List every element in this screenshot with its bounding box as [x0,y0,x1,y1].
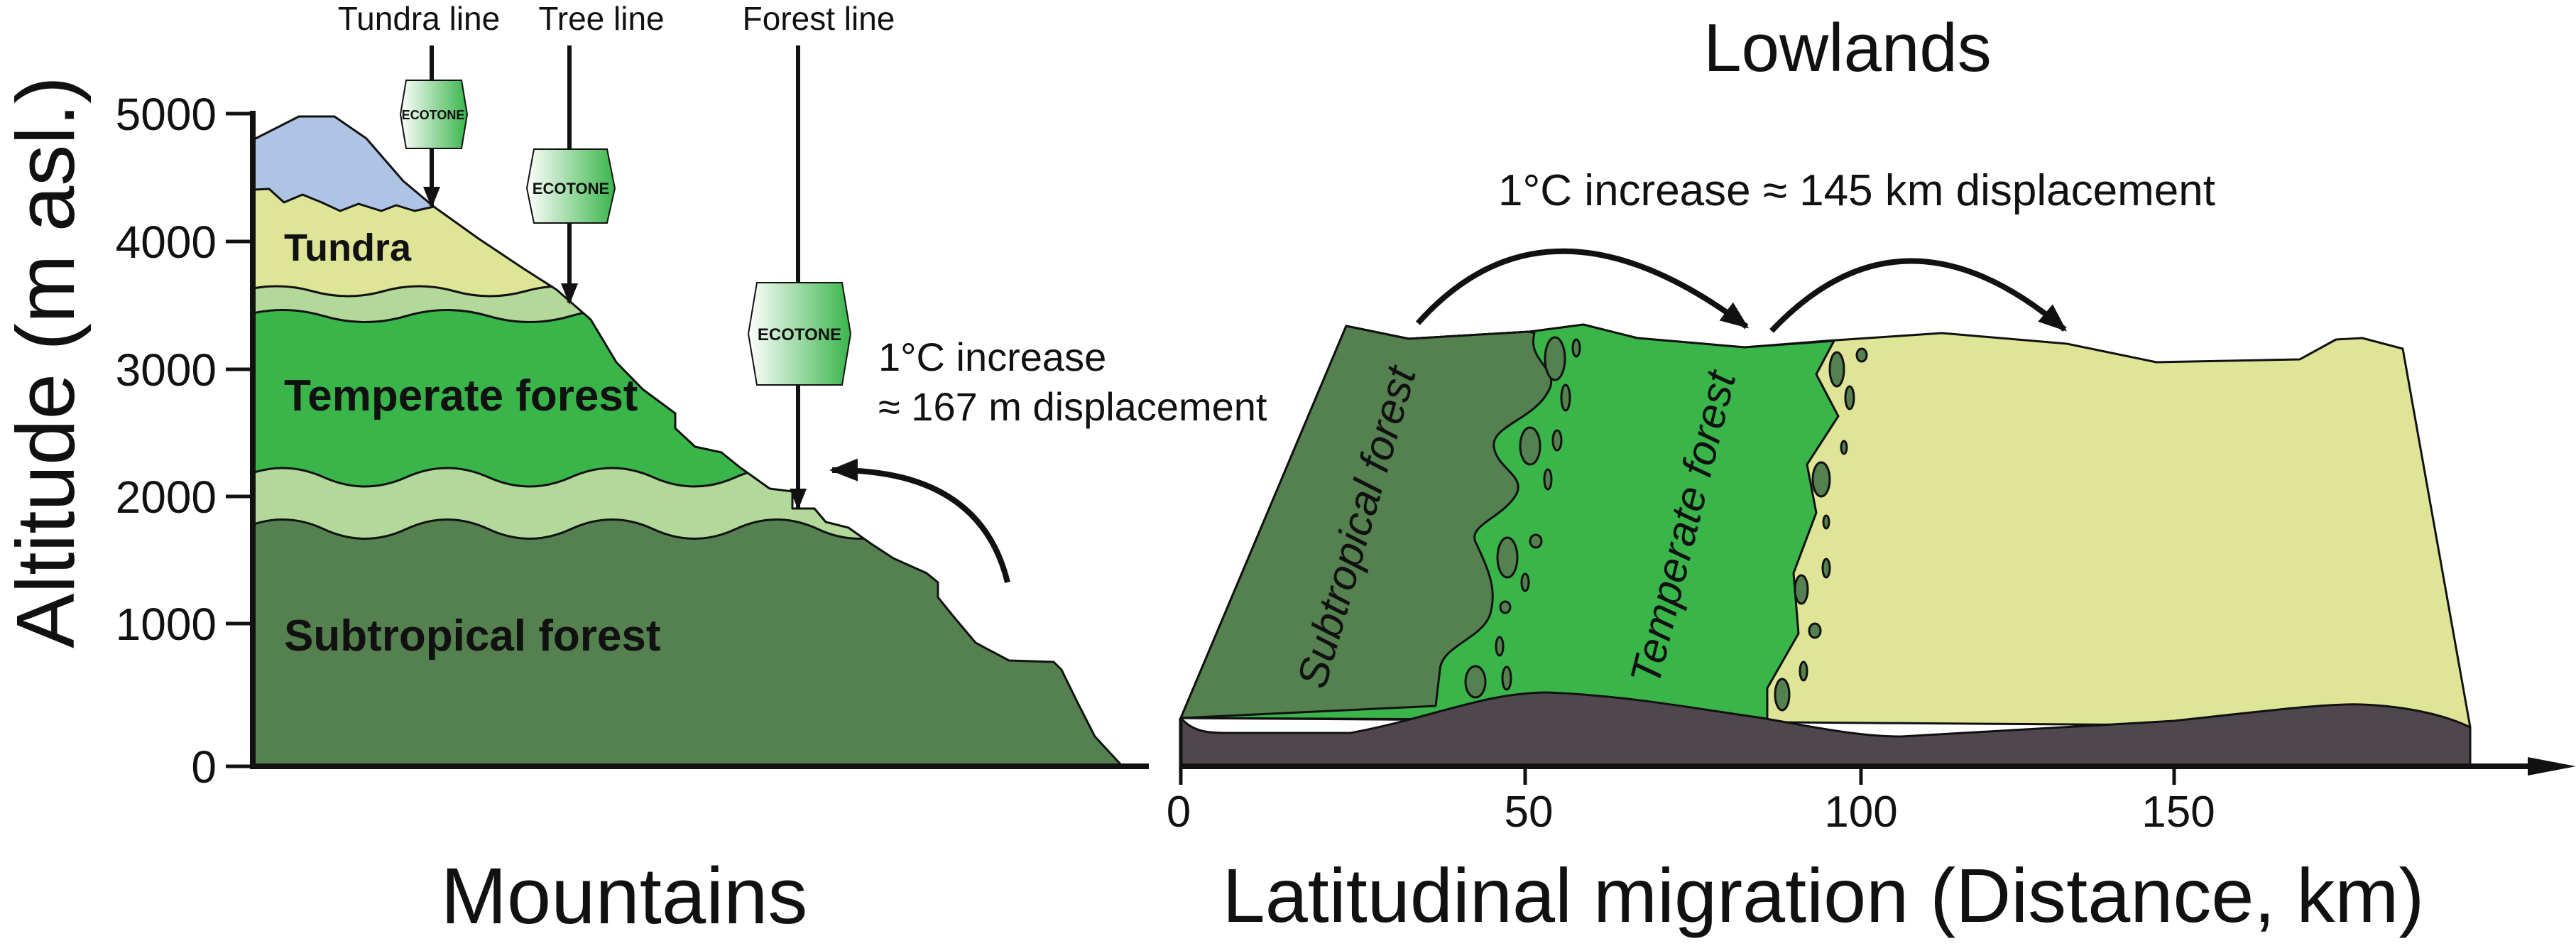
x-tick-label: 50 [1505,788,1554,837]
svg-text:ECOTONE: ECOTONE [402,108,465,122]
x-tick-label: 100 [1824,788,1897,837]
vegetation-patches [1464,336,1868,712]
ground-layer [1179,691,2472,768]
y-tick-label: 1000 [116,599,217,650]
lowlands-annotation: 1°C increase ≈ 145 km displacement [1498,166,2215,215]
zone-label-tundra: Tundra [284,227,412,269]
zone-label-subtropical: Subtropical forest [284,611,661,660]
lowlands-x-label: Latitudinal migration (Distance, km) [1223,852,2425,938]
northward-shift-arrow-1 [1416,248,1750,330]
tundra-line-label: Tundra line [338,0,500,37]
y-tick-label: 5000 [116,89,217,140]
y-tick-label: 0 [191,741,217,793]
svg-text:ECOTONE: ECOTONE [758,325,841,344]
tree-line-label: Tree line [538,0,664,37]
lowland-block [1179,323,2472,768]
mountain-annotation-line1: 1°C increase [878,335,1106,379]
mountains-label: Mountains [441,852,808,940]
mountain-outline [252,115,1123,766]
forest-line-label: Forest line [743,0,895,37]
upward-shift-arrow [829,458,1010,583]
lowland-x-axis: 0 50 100 150 Latitudinal migration (Dist… [1167,718,2576,938]
northward-shift-arrow-2 [1769,258,2068,333]
x-tick-label: 0 [1167,788,1191,837]
y-tick-label: 3000 [116,344,217,396]
ecotone-badge: ECOTONE [525,148,616,224]
ecotone-badge: ECOTONE [399,80,469,149]
mountain-annotation-line2: ≈ 167 m displacement [878,384,1267,429]
ecotone-lines: Tundra line Tree line Forest line ECOTON… [338,0,895,510]
y-tick-label: 2000 [116,472,217,523]
lowlands-title: Lowlands [1703,10,1992,86]
x-tick-label: 150 [2141,788,2215,837]
y-tick-label: 4000 [116,217,217,268]
x-axis-arrowhead [2528,757,2576,776]
ecotone-badge: ECOTONE [747,282,852,386]
zone-label-temperate: Temperate forest [284,371,638,420]
svg-text:ECOTONE: ECOTONE [533,180,609,197]
y-axis-label: Altitude (m asl.) [0,76,92,648]
mountain-axes: 5000 4000 3000 2000 1000 0 Altitude (m a… [0,76,1149,940]
